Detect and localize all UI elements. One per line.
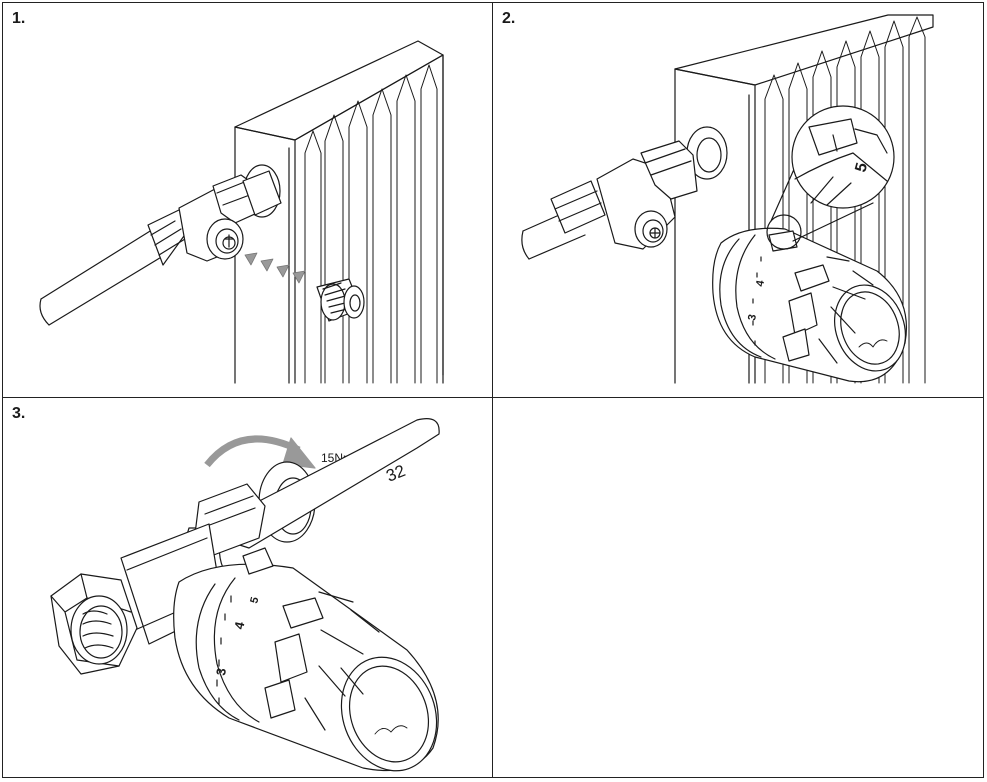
valve-body: [120, 483, 266, 645]
thermostatic-head: [712, 227, 908, 383]
step-3-illustration: 15Nm 32: [50, 418, 440, 772]
supply-pipe: [39, 227, 169, 326]
valve-body: [147, 170, 282, 266]
radiator-fins: [304, 64, 438, 384]
step-1-number: 1.: [12, 10, 26, 27]
thermostatic-head: [173, 547, 439, 772]
step-1-illustration: [39, 40, 444, 384]
step-3-number: 3.: [12, 405, 26, 422]
empty-panel: [492, 397, 984, 778]
zoom-callout: [766, 105, 895, 250]
tighten-rotation-arrow: [204, 435, 316, 469]
zoom-scale-label: 5: [852, 161, 871, 174]
step-3-dial-label-5: 5: [248, 596, 261, 605]
radiator: [234, 40, 444, 384]
step-2-dial-label-4: 4: [754, 279, 767, 288]
attach-direction-arrows: [244, 252, 306, 284]
step-3-dial-label-3: 3: [213, 667, 229, 676]
protection-cap: [316, 278, 365, 322]
valve-body: [550, 140, 698, 250]
step-2-number: 2.: [502, 10, 516, 27]
step-2-dial-label-3: 3: [746, 313, 759, 321]
step-3-panel: 3. 15Nm 32: [2, 397, 493, 778]
step-1-panel: 1.: [2, 2, 493, 398]
step-2-panel: 2.: [492, 2, 984, 398]
inlet-union-nut: [50, 573, 138, 675]
step-2-illustration: 4 3 5: [521, 14, 934, 384]
step-3-dial-label-4: 4: [231, 620, 247, 631]
